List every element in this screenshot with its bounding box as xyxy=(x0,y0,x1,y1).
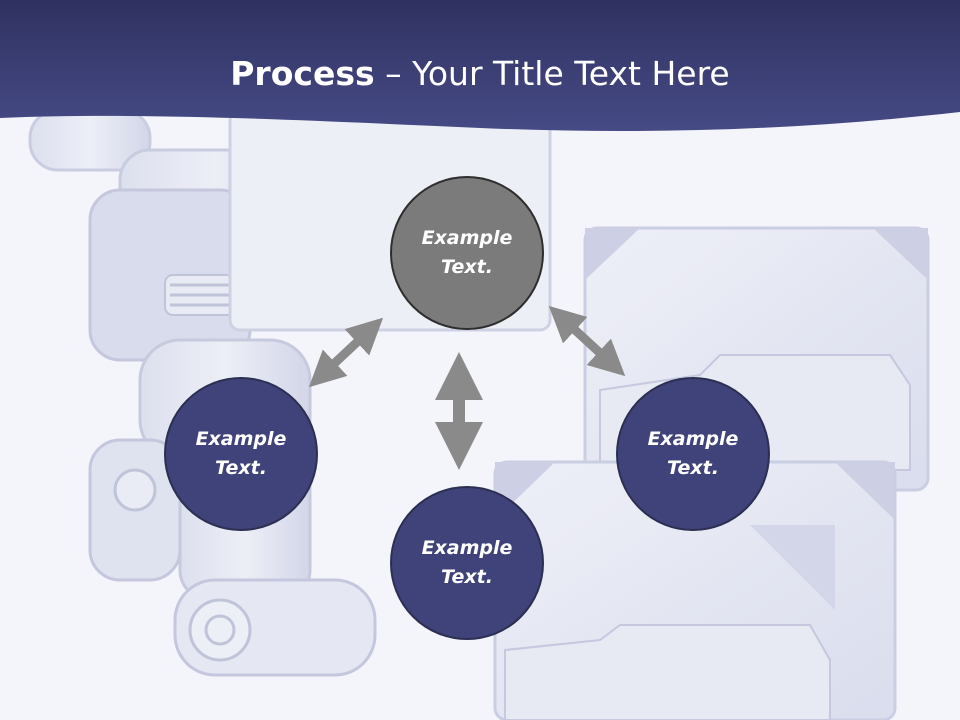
node-top-line2: Text. xyxy=(441,256,493,278)
node-right-line1: Example xyxy=(647,428,739,450)
node-top-line1: Example xyxy=(421,227,513,249)
slide-title: Process – Your Title Text Here xyxy=(0,52,960,96)
node-left-line1: Example xyxy=(195,428,287,450)
node-bottom-line1: Example xyxy=(421,537,513,559)
header-band xyxy=(0,0,960,132)
title-rest: – Your Title Text Here xyxy=(374,54,730,93)
node-bottom-line2: Text. xyxy=(441,566,493,588)
title-bold: Process xyxy=(230,54,375,93)
node-right-line2: Text. xyxy=(667,457,719,479)
node-left-line2: Text. xyxy=(215,457,267,479)
